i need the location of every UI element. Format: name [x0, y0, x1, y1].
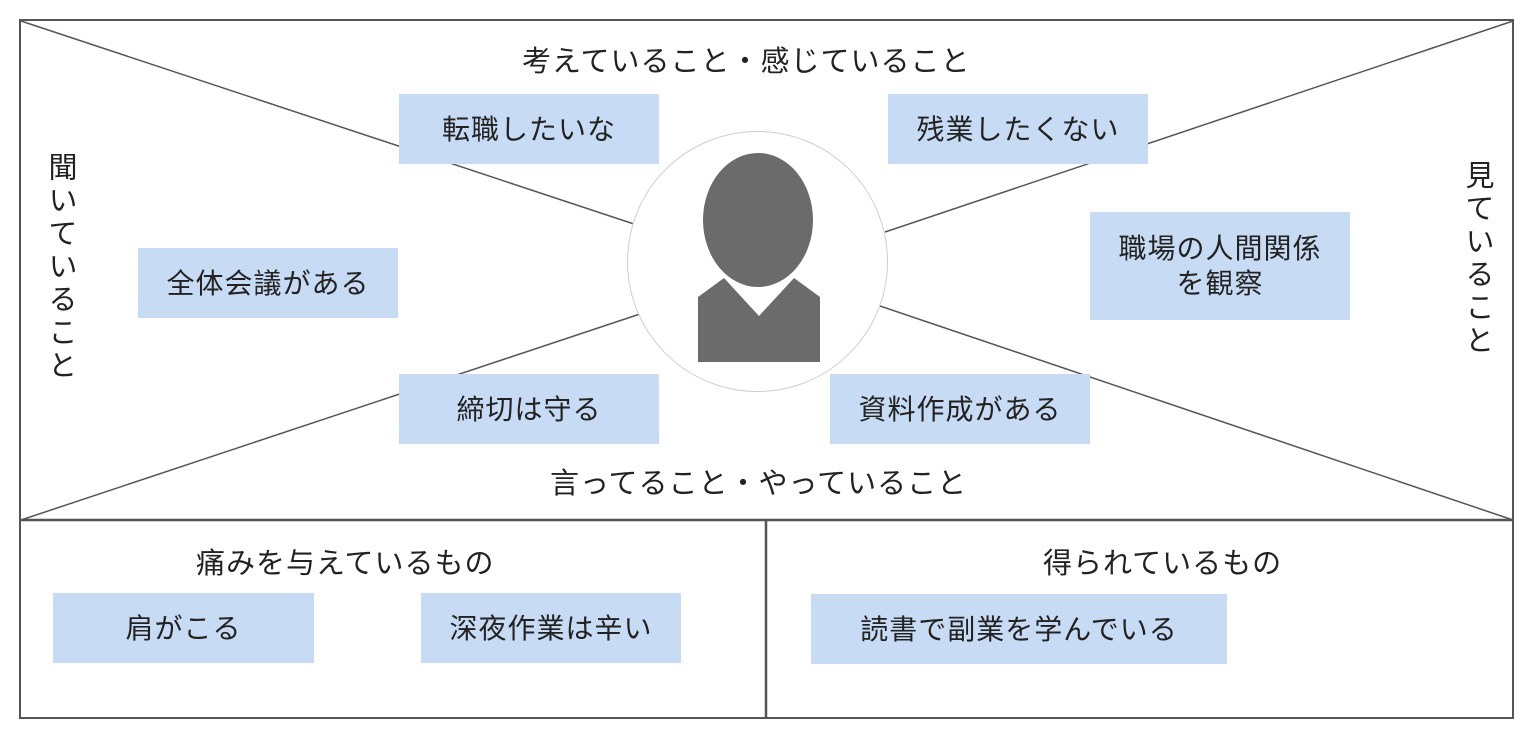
- heading-see: 見ていること: [1461, 160, 1495, 358]
- heading-hear: 聞いていること: [44, 152, 78, 383]
- note-text: 資料作成がある: [858, 392, 1062, 426]
- note-text: 深夜作業は辛い: [449, 611, 653, 645]
- note-text: 締切は守る: [456, 392, 602, 426]
- persona-avatar: [627, 131, 888, 392]
- note-think-left[interactable]: 転職したいな: [399, 94, 659, 164]
- note-gain-1[interactable]: 読書で副業を学んでいる: [811, 594, 1227, 664]
- note-pain-1[interactable]: 肩がこる: [53, 593, 314, 663]
- note-text: 全体会議がある: [166, 266, 370, 300]
- note-see[interactable]: 職場の人間関係 を観察: [1090, 212, 1350, 320]
- diagonal-bottom-left: [20, 313, 641, 521]
- heading-say-do: 言ってること・やっていること: [550, 466, 968, 500]
- note-say-left[interactable]: 締切は守る: [399, 374, 659, 444]
- note-text: 転職したいな: [441, 112, 616, 146]
- diagonal-top-left: [20, 20, 641, 227]
- diagonal-top-right: [884, 20, 1514, 233]
- user-icon: [698, 153, 820, 362]
- diagonal-bottom-right: [879, 305, 1514, 521]
- note-text: 読書で副業を学んでいる: [860, 612, 1178, 646]
- note-think-right[interactable]: 残業したくない: [888, 94, 1148, 164]
- note-text-line-1: 職場の人間関係: [1118, 232, 1322, 265]
- heading-gains: 得られているもの: [1043, 546, 1283, 580]
- note-text-line-2: を観察: [1176, 267, 1264, 300]
- heading-think-feel: 考えていること・感じていること: [522, 44, 971, 78]
- heading-pains: 痛みを与えているもの: [196, 546, 495, 580]
- note-say-right[interactable]: 資料作成がある: [830, 374, 1090, 444]
- note-hear[interactable]: 全体会議がある: [138, 248, 398, 318]
- note-pain-2[interactable]: 深夜作業は辛い: [421, 593, 681, 663]
- note-text: 残業したくない: [916, 112, 1120, 146]
- note-text: 肩がこる: [125, 611, 242, 645]
